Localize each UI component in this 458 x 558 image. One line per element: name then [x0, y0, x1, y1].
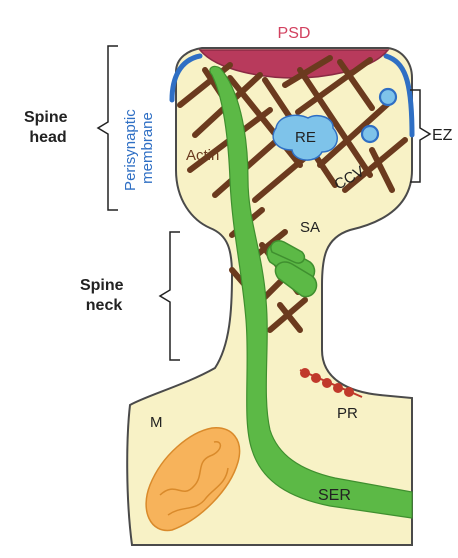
clathrin-coated-vesicle	[362, 126, 378, 142]
pr-label: PR	[337, 405, 358, 422]
spine-neck-label: Spine neck	[80, 277, 128, 314]
actin-label: Actin	[186, 147, 219, 164]
m-label: M	[150, 414, 163, 431]
spine-head-label-line1: Spine	[24, 109, 68, 126]
ser-label: SER	[318, 487, 351, 504]
perisynaptic-label-line2: membrane	[139, 112, 156, 184]
spine-neck-label-line1: Spine	[80, 277, 124, 294]
ez-label: EZ	[432, 127, 453, 144]
sa-label: SA	[300, 219, 320, 236]
spine-head-label: Spine head	[24, 109, 72, 146]
clathrin-coated-vesicle	[380, 89, 396, 105]
psd-label: PSD	[278, 25, 311, 42]
spine-head-label-line2: head	[29, 129, 66, 146]
perisynaptic-label-line1: Perisynaptic	[122, 109, 139, 191]
spine-neck-label-line2: neck	[86, 297, 123, 314]
spine-neck-bracket	[160, 232, 180, 360]
perisynaptic-membrane-label: Perisynaptic membrane	[122, 105, 156, 191]
re-label: RE	[295, 129, 316, 146]
spine-head-bracket	[98, 46, 118, 210]
